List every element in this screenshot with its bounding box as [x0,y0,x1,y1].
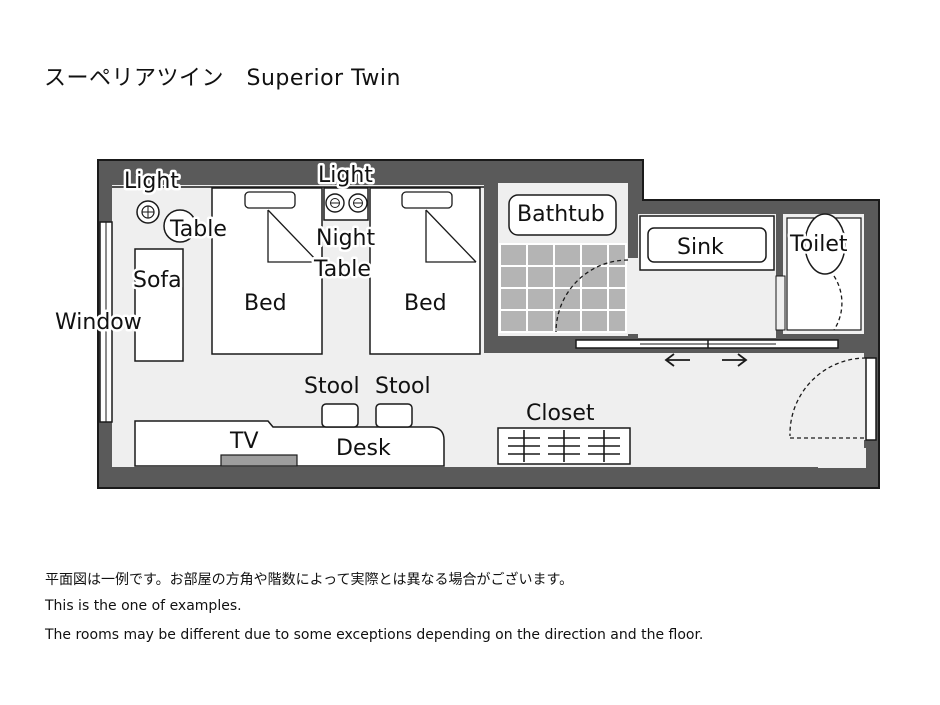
entry-door [789,357,877,441]
label-window: Window [55,310,142,335]
bed-right [369,187,481,355]
desk [134,420,445,467]
plan-title: スーペリアツイン Superior Twin [44,66,401,91]
label-bed-right: Bed [404,291,447,316]
stool-left [321,403,359,428]
toilet [786,213,862,331]
bath-door-swing [555,259,629,333]
night-lamp-icon [330,198,363,208]
label-table: Table [169,217,227,242]
sliding-door [575,339,839,349]
label-sink: Sink [677,235,724,260]
bed-left [211,187,323,355]
label-stool-left: Stool [304,374,360,399]
sofa [134,248,184,362]
label-light-left: Light [124,169,179,194]
side-table [163,209,197,243]
label-night-table: Table [313,257,371,282]
note-english-2: The rooms may be different due to some e… [45,627,704,643]
note-japanese: 平面図は一例です。お部屋の方角や階数によって実際とは異なる場合がございます。 [45,572,574,588]
closet [497,427,631,465]
stool-right [375,403,413,428]
label-toilet: Toilet [789,232,848,257]
label-closet: Closet [526,401,595,426]
label-sofa: Sofa [133,268,182,293]
bath-door-gap [626,258,640,334]
label-tv: TV [229,429,259,454]
label-light-center: Light [318,163,373,188]
light-left-icon [136,200,160,224]
tile-grid [500,244,626,332]
label-stool-right: Stool [375,374,431,399]
entry-notch [818,448,866,468]
sliding-arrows [664,353,748,367]
night-table [323,187,369,221]
sink-counter [639,215,775,271]
label-desk: Desk [336,436,391,461]
window [99,221,113,423]
note-english-1: This is the one of examples. [45,598,242,614]
toilet-door-gap [775,275,786,331]
label-bathtub: Bathtub [517,202,605,227]
label-bed-left: Bed [244,291,287,316]
tv [220,454,298,467]
label-night: Night [316,226,375,251]
bathtub [508,194,617,236]
